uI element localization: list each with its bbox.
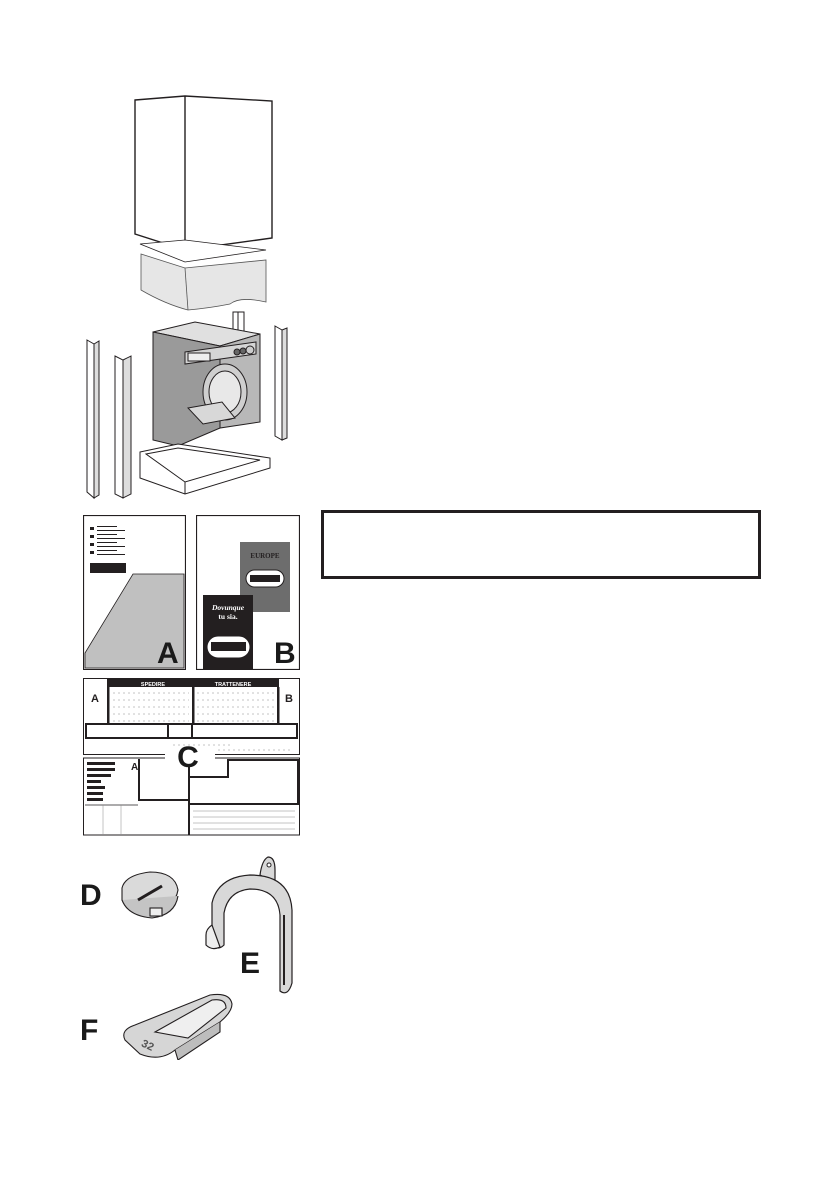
item-b-label: B [274, 637, 296, 670]
booklet-illustration: A [83, 515, 186, 670]
note-box [321, 510, 761, 579]
cap-illustration: D [80, 871, 179, 919]
slogan-line-2: tu sia. [218, 612, 237, 621]
note-text [324, 513, 758, 533]
packaging-diagram [70, 90, 300, 510]
washing-machine [152, 321, 261, 447]
item-a-label: A [157, 637, 179, 670]
header-spedire: SPEDIRE [141, 682, 165, 688]
corner-b: B [285, 693, 293, 705]
item-f-label: F [80, 1014, 98, 1047]
corner-post-right [274, 325, 288, 441]
carton-box [134, 95, 273, 251]
item-f-measuring-container: F 32 [80, 990, 245, 1060]
base-tray [139, 443, 271, 495]
container-marking: 32 [139, 1038, 155, 1054]
europe-title: EUROPE [250, 552, 280, 560]
protective-sheet [139, 239, 267, 263]
corner-post-left-2 [114, 355, 132, 499]
header-trattenere: TRATTENERE [215, 682, 252, 688]
leaflet-illustration: EUROPE Dovunque tu sia. B [196, 515, 300, 670]
item-d-cap: D [80, 860, 180, 930]
item-e-hose-holder: E [200, 855, 305, 1000]
slogan-line-1: Dovunque [211, 603, 245, 612]
packaging-illustration [86, 95, 288, 500]
hose-holder-illustration: E [205, 856, 293, 994]
item-d-label: D [80, 879, 102, 912]
guarantee-form-illustration: SPEDIRE TRATTENERE A B A [83, 678, 300, 836]
foam-block [140, 253, 267, 311]
corner-a-lower: A [131, 762, 138, 773]
item-b-leaflet: EUROPE Dovunque tu sia. B [196, 515, 300, 670]
item-a-booklet: A [83, 515, 186, 670]
corner-post-left-1 [86, 339, 100, 500]
item-e-label: E [240, 947, 260, 980]
item-c-guarantee-form: SPEDIRE TRATTENERE A B A [83, 678, 300, 836]
item-c-label: C [177, 741, 199, 774]
corner-a: A [91, 693, 99, 705]
measuring-container-illustration: F 32 [80, 993, 233, 1060]
